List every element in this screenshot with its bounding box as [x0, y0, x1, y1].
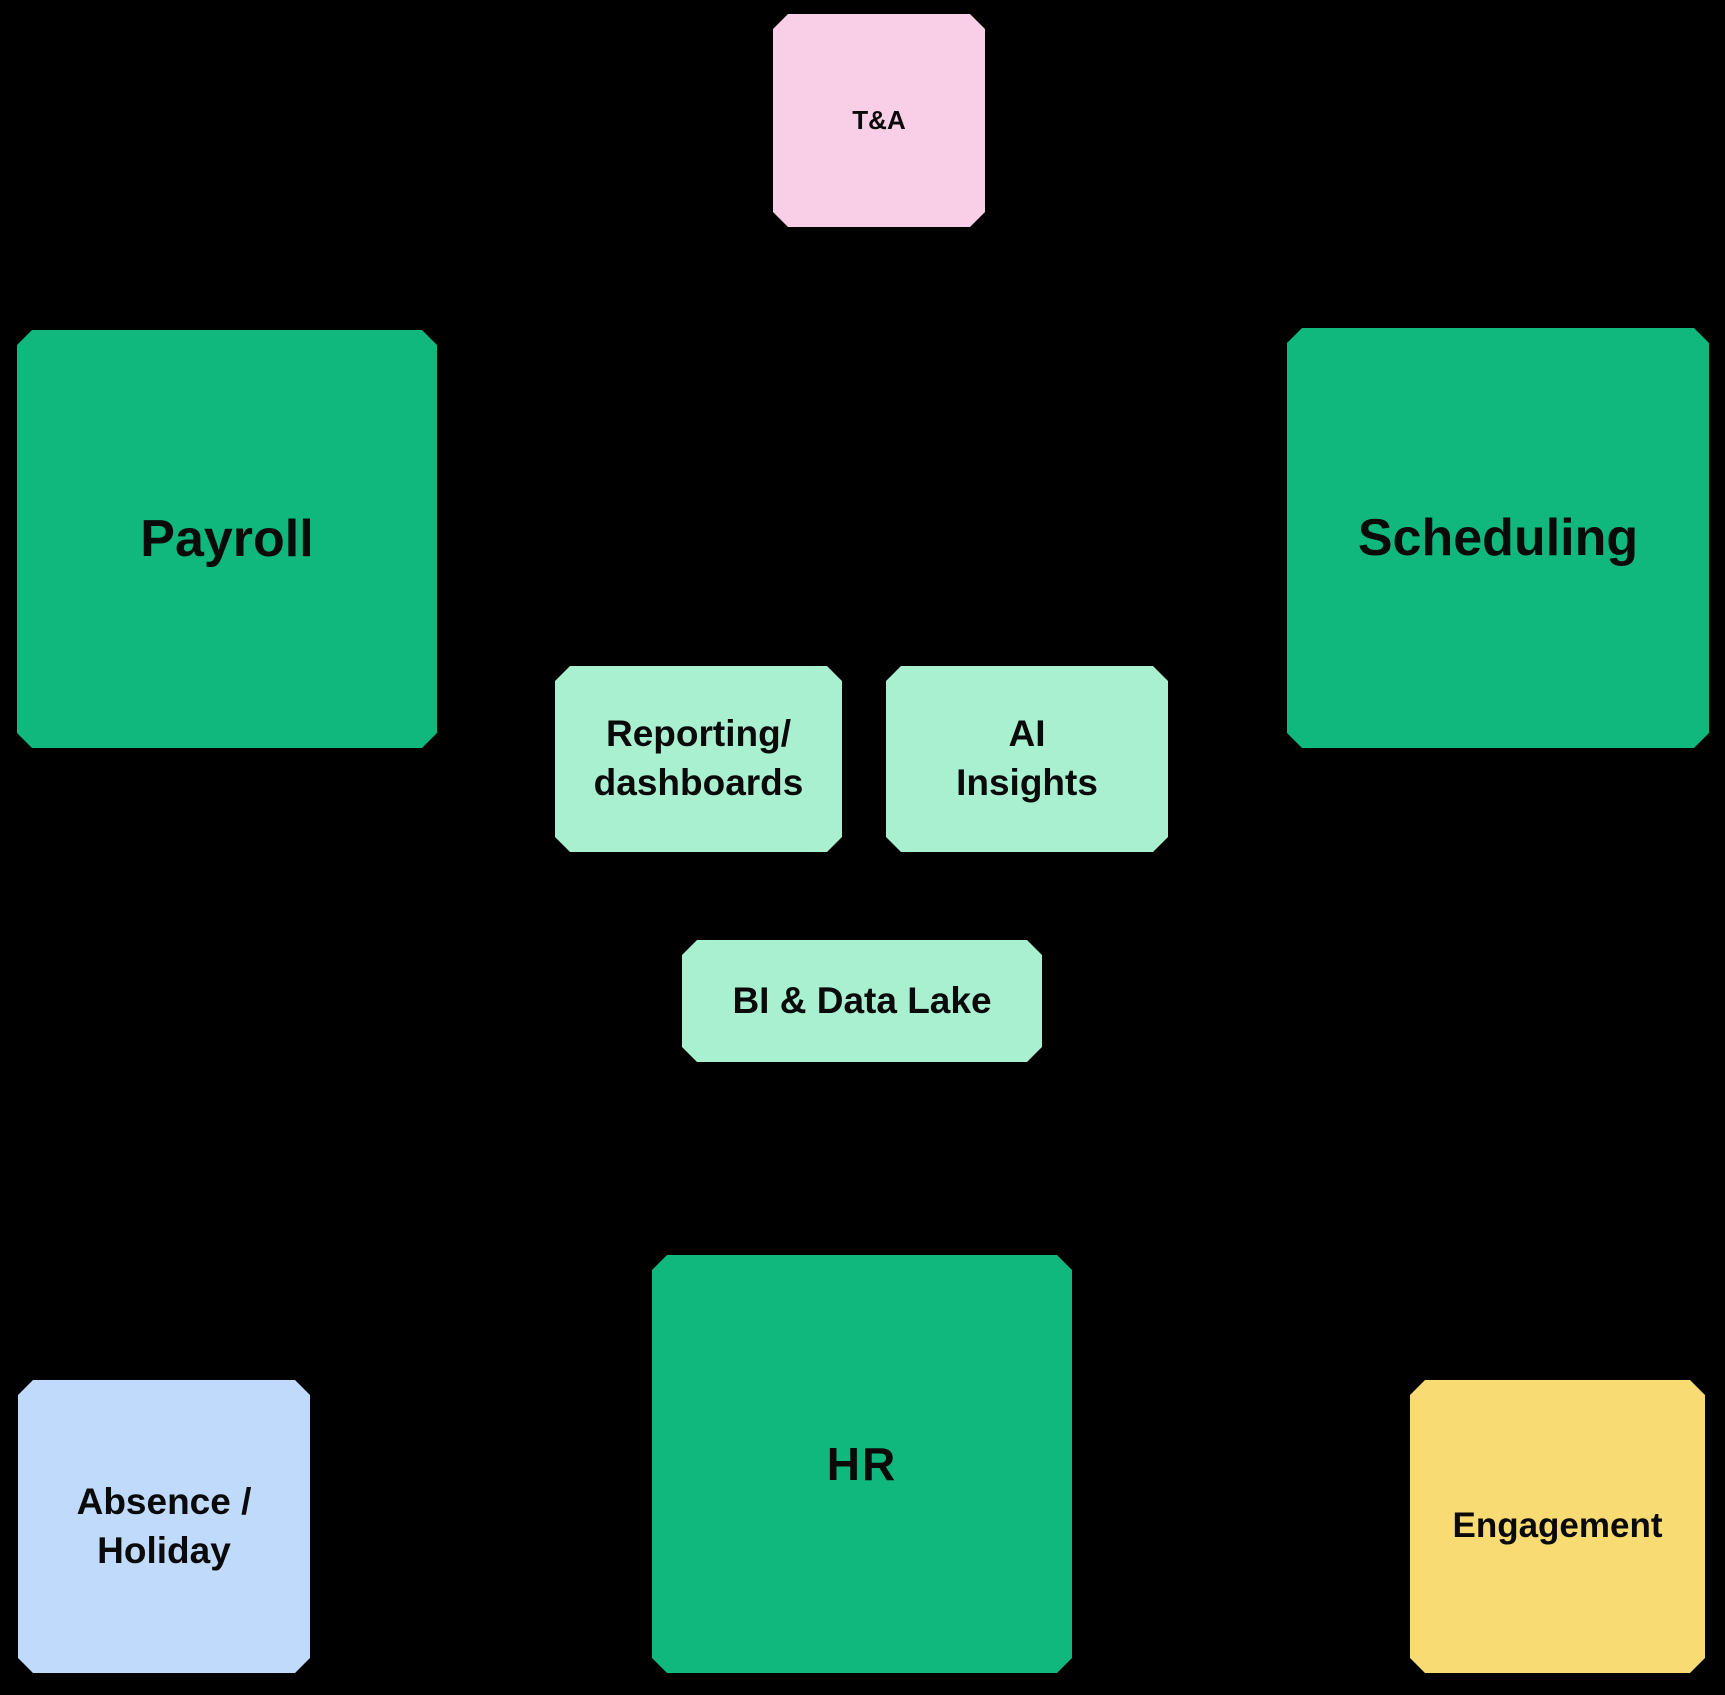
node-payroll: Payroll — [17, 330, 437, 748]
node-time-and-attendance: T&A — [773, 14, 985, 227]
node-absence-holiday-label: Absence / Holiday — [76, 1480, 252, 1571]
node-engagement: Engagement — [1410, 1380, 1705, 1673]
node-hr-label: HR — [826, 1437, 898, 1490]
node-bi-data-lake: BI & Data Lake — [682, 940, 1042, 1062]
node-engagement-label: Engagement — [1452, 1506, 1663, 1546]
node-reporting-dashboards: Reporting/ dashboards — [555, 666, 842, 852]
node-bi-data-lake-label: BI & Data Lake — [732, 979, 992, 1021]
node-absence-holiday: Absence / Holiday — [18, 1380, 310, 1673]
node-reporting-dashboards-label: Reporting/ dashboards — [593, 713, 804, 803]
node-time-and-attendance-label: T&A — [852, 105, 906, 136]
node-ai-insights: AI Insights — [886, 666, 1168, 852]
node-hr: HR — [652, 1255, 1072, 1673]
node-payroll-label: Payroll — [140, 509, 314, 568]
node-scheduling-label: Scheduling — [1357, 508, 1639, 567]
node-ai-insights-label: AI Insights — [956, 713, 1098, 803]
node-scheduling: Scheduling — [1287, 328, 1709, 748]
